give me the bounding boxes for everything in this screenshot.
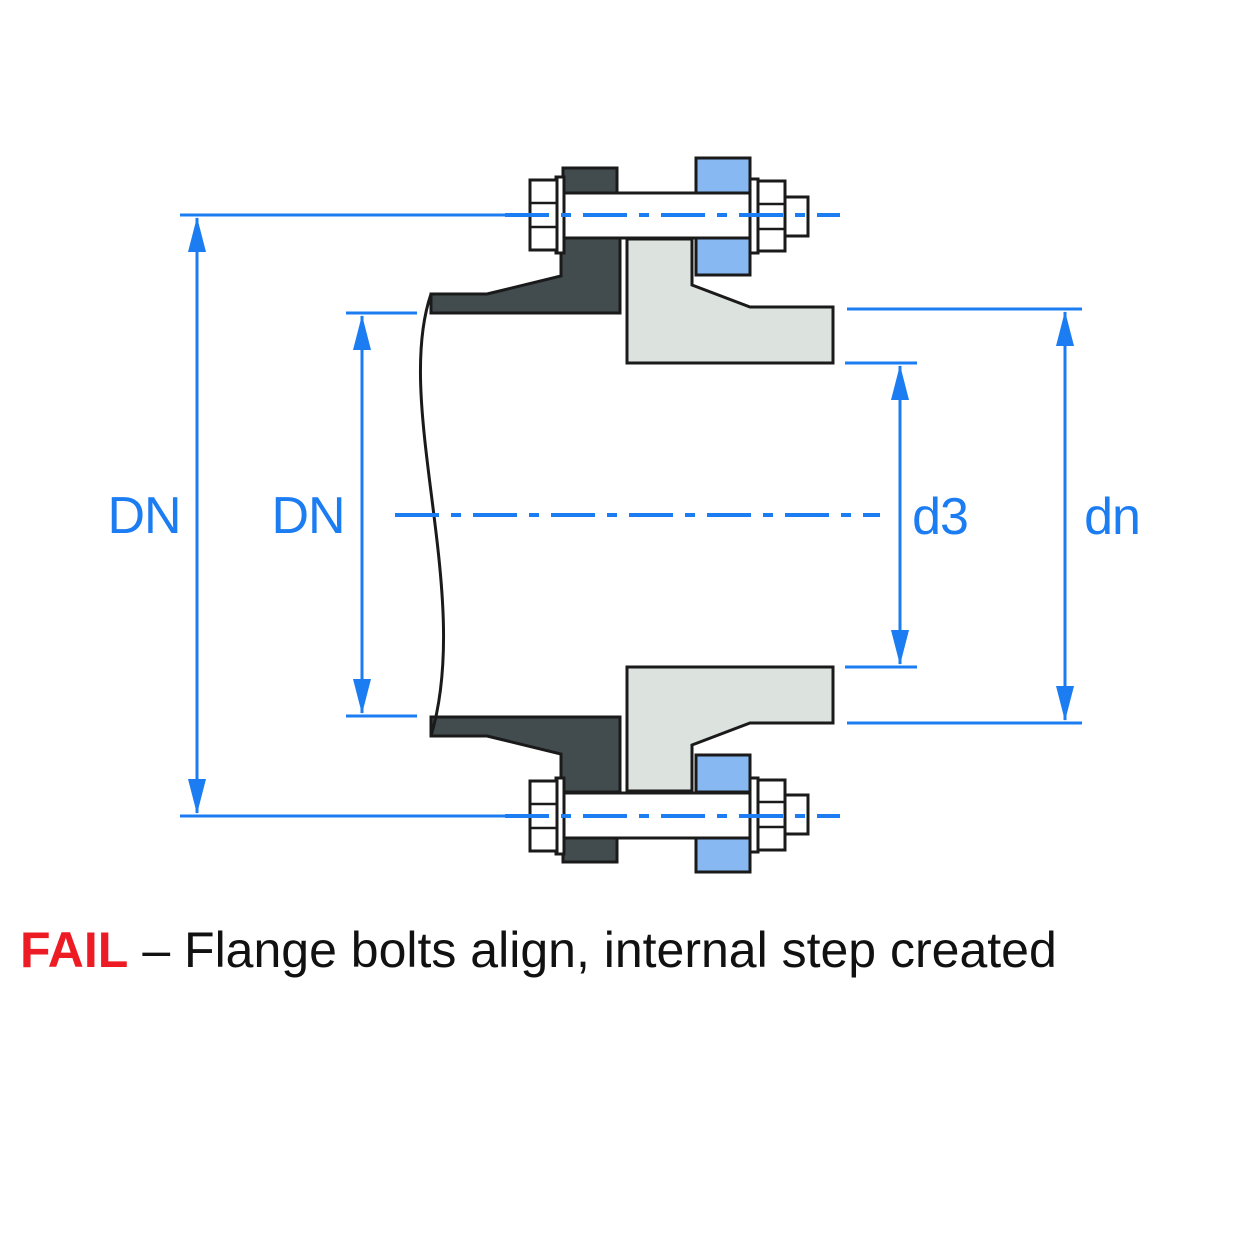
pipe-break-line [419,293,446,737]
dn-inner-arrow-down [353,679,371,714]
dn-right-arrow-up [1056,311,1074,346]
dn-outer-label: DN [107,487,181,545]
d3-arrow-down [891,630,909,665]
fail-badge: FAIL [20,922,129,978]
top-bolt-left-nut-facets [530,201,557,229]
left-backing-flange-bottom-block [561,835,619,864]
dn-inner-arrow-up [353,315,371,350]
dn-inner-label: DN [271,487,345,545]
caption-text: – Flange bolts align, internal step crea… [142,922,1057,978]
d3-label: d3 [912,488,969,546]
caption: FAIL– Flange bolts align, internal step … [20,922,1057,980]
highlighted-backing-ring-top-outer [694,156,752,195]
d3-arrow-up [891,365,909,400]
left-collar-top-body [429,236,622,315]
bottom-bolt-left-nut-facets [530,802,557,830]
highlighted-backing-ring-bottom-outer [694,835,752,874]
highlighted-backing-ring-bottom-inner [694,753,752,794]
highlighted-backing-ring-top-inner [694,236,752,277]
dn-outer-arrow-down [188,779,206,814]
dn-right-label: dn [1084,488,1141,546]
top-bolt-right-nut-facets [758,202,785,231]
right-flange-bottom-body [625,665,835,793]
dn-right-arrow-down [1056,686,1074,721]
left-collar-bottom-body [429,715,622,794]
left-backing-flange-top-block [561,166,619,195]
right-flange-top-body [625,237,835,365]
bottom-bolt-right-nut-facets [758,800,785,829]
dn-outer-arrow-up [188,217,206,252]
